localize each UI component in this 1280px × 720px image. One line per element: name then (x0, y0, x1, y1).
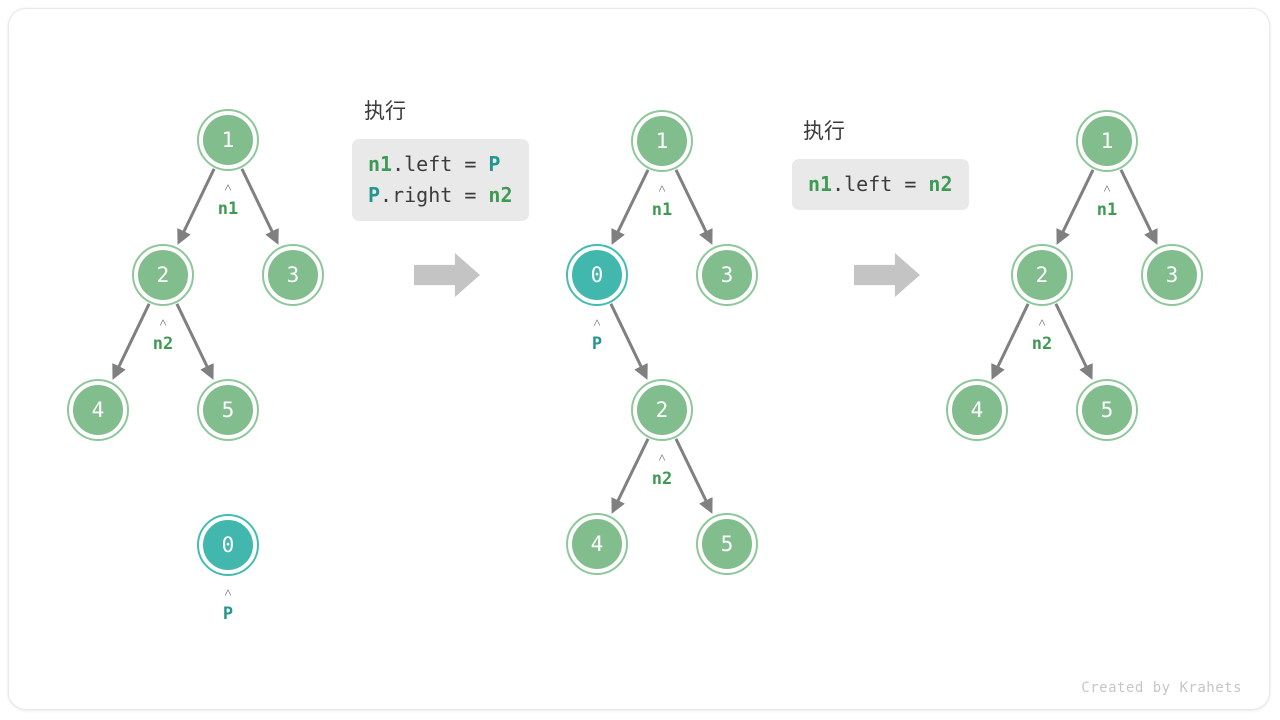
node-ring (132, 244, 194, 306)
tree-node-3[interactable]: 3 (696, 244, 758, 306)
node-ring (197, 109, 259, 171)
pointer-label-n1: ˄ n1 (198, 182, 258, 218)
node-value: 5 (1100, 397, 1114, 422)
node-value: 4 (970, 397, 984, 422)
node-ring (197, 514, 259, 576)
node-value: 2 (655, 397, 669, 422)
node-value: 2 (1035, 262, 1049, 287)
pointer-label-P: ˄P (198, 587, 258, 623)
step-2-caption: 执行 (803, 119, 845, 143)
pointer-name: n1 (651, 200, 673, 220)
tree-node-3[interactable]: 3 (262, 244, 324, 306)
code-token: n2 (928, 172, 953, 196)
code-token: P (488, 152, 501, 176)
node-value: 1 (221, 127, 235, 152)
node-value: 0 (590, 262, 604, 287)
node-ring (696, 244, 758, 306)
node-ring (566, 244, 628, 306)
tree-node-4[interactable]: 4 (67, 379, 129, 441)
tree-node-2[interactable]: 2 (1011, 244, 1073, 306)
node-ring (262, 244, 324, 306)
tree-node-5[interactable]: 5 (1076, 379, 1138, 441)
node-ring (67, 379, 129, 441)
code-line: n1.left = n2 (808, 169, 953, 200)
code-line: n1.left = P (368, 149, 513, 180)
pointer-name: n1 (217, 199, 239, 219)
caret-icon: ˄ (593, 316, 601, 331)
node-ring (197, 379, 259, 441)
tree-node-5[interactable]: 5 (696, 513, 758, 575)
node-value: 2 (156, 262, 170, 287)
node-ring (631, 110, 693, 172)
tree-node-2[interactable]: 2 (631, 379, 693, 441)
tree-node-4[interactable]: 4 (946, 379, 1008, 441)
pointer-label-n2: ˄ n2 (632, 452, 692, 488)
tree-node-2[interactable]: 2 (132, 244, 194, 306)
node-value: 3 (286, 262, 300, 287)
tree-node-0[interactable]: 0 (566, 244, 628, 306)
tree-node-0[interactable]: 0 (197, 514, 259, 576)
pointer-name: P (591, 334, 603, 354)
node-ring (566, 513, 628, 575)
node-value: 0 (221, 532, 235, 557)
pointer-label-P: ˄P (567, 317, 627, 353)
pointer-label-n1: ˄ n1 (632, 183, 692, 219)
pointer-label-n1: ˄ n1 (1077, 183, 1137, 219)
code-line: P.right = n2 (368, 180, 513, 211)
node-value: 3 (1165, 262, 1179, 287)
caret-icon: ˄ (224, 586, 232, 601)
caret-icon: ˄ (658, 182, 666, 197)
caret-icon: ˄ (1038, 316, 1046, 331)
caret-icon: ˄ (1103, 182, 1111, 197)
step-1-caption: 执行 (364, 99, 406, 123)
node-ring (696, 513, 758, 575)
tree-node-1[interactable]: 1 (631, 110, 693, 172)
pointer-name: n2 (152, 334, 174, 354)
credit-text: Created by Krahets (1081, 680, 1242, 696)
tree-node-1[interactable]: 1 (197, 109, 259, 171)
node-ring (1076, 379, 1138, 441)
caret-icon: ˄ (224, 181, 232, 196)
code-token: P (368, 183, 381, 207)
code-token: n1 (808, 172, 833, 196)
pointer-name: n2 (1031, 334, 1053, 354)
node-value: 5 (221, 397, 235, 422)
code-token: .left = (832, 172, 929, 196)
node-value: 1 (1100, 128, 1114, 153)
node-value: 4 (91, 397, 105, 422)
node-ring (1011, 244, 1073, 306)
pointer-name: n1 (1096, 200, 1118, 220)
pointer-name: n2 (651, 469, 673, 489)
code-token: n1 (368, 152, 393, 176)
node-value: 3 (720, 262, 734, 287)
caret-icon: ˄ (658, 451, 666, 466)
tree-node-1[interactable]: 1 (1076, 110, 1138, 172)
step-2-code-block: n1.left = n2 (792, 159, 969, 210)
pointer-label-n2: ˄ n2 (133, 317, 193, 353)
code-token: .right = (380, 183, 489, 207)
tree-node-3[interactable]: 3 (1141, 244, 1203, 306)
tree-node-4[interactable]: 4 (566, 513, 628, 575)
node-ring (1141, 244, 1203, 306)
node-ring (1076, 110, 1138, 172)
node-ring (631, 379, 693, 441)
node-ring (946, 379, 1008, 441)
node-value: 1 (655, 128, 669, 153)
code-token: n2 (488, 183, 513, 207)
node-value: 5 (720, 531, 734, 556)
pointer-label-n2: ˄ n2 (1012, 317, 1072, 353)
node-value: 4 (590, 531, 604, 556)
pointer-name: P (222, 604, 234, 624)
code-token: .left = (392, 152, 489, 176)
tree-node-5[interactable]: 5 (197, 379, 259, 441)
caret-icon: ˄ (159, 316, 167, 331)
